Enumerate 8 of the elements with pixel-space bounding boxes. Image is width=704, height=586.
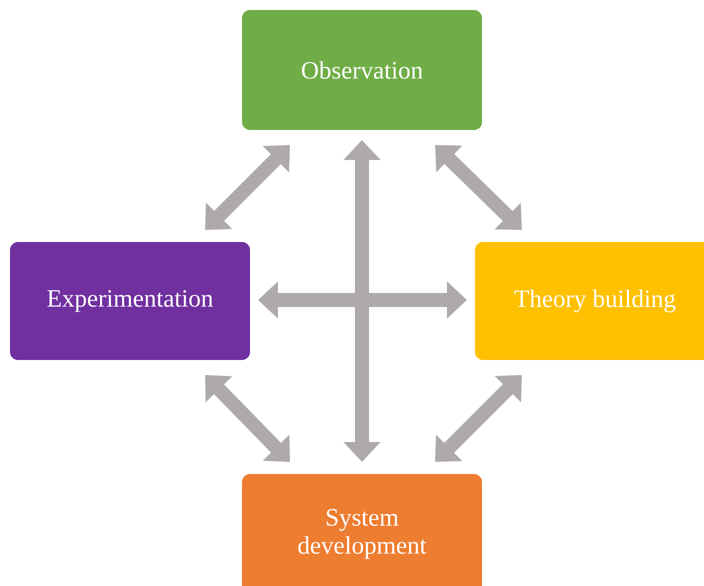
process-box: Theory building <box>475 242 704 360</box>
double-arrow <box>205 145 290 230</box>
double-arrow <box>205 375 290 462</box>
double-arrow <box>435 145 522 230</box>
process-box: Experimentation <box>10 242 250 360</box>
double-arrow <box>435 375 522 462</box>
process-box: System development <box>242 474 482 586</box>
process-box: Observation <box>242 10 482 130</box>
